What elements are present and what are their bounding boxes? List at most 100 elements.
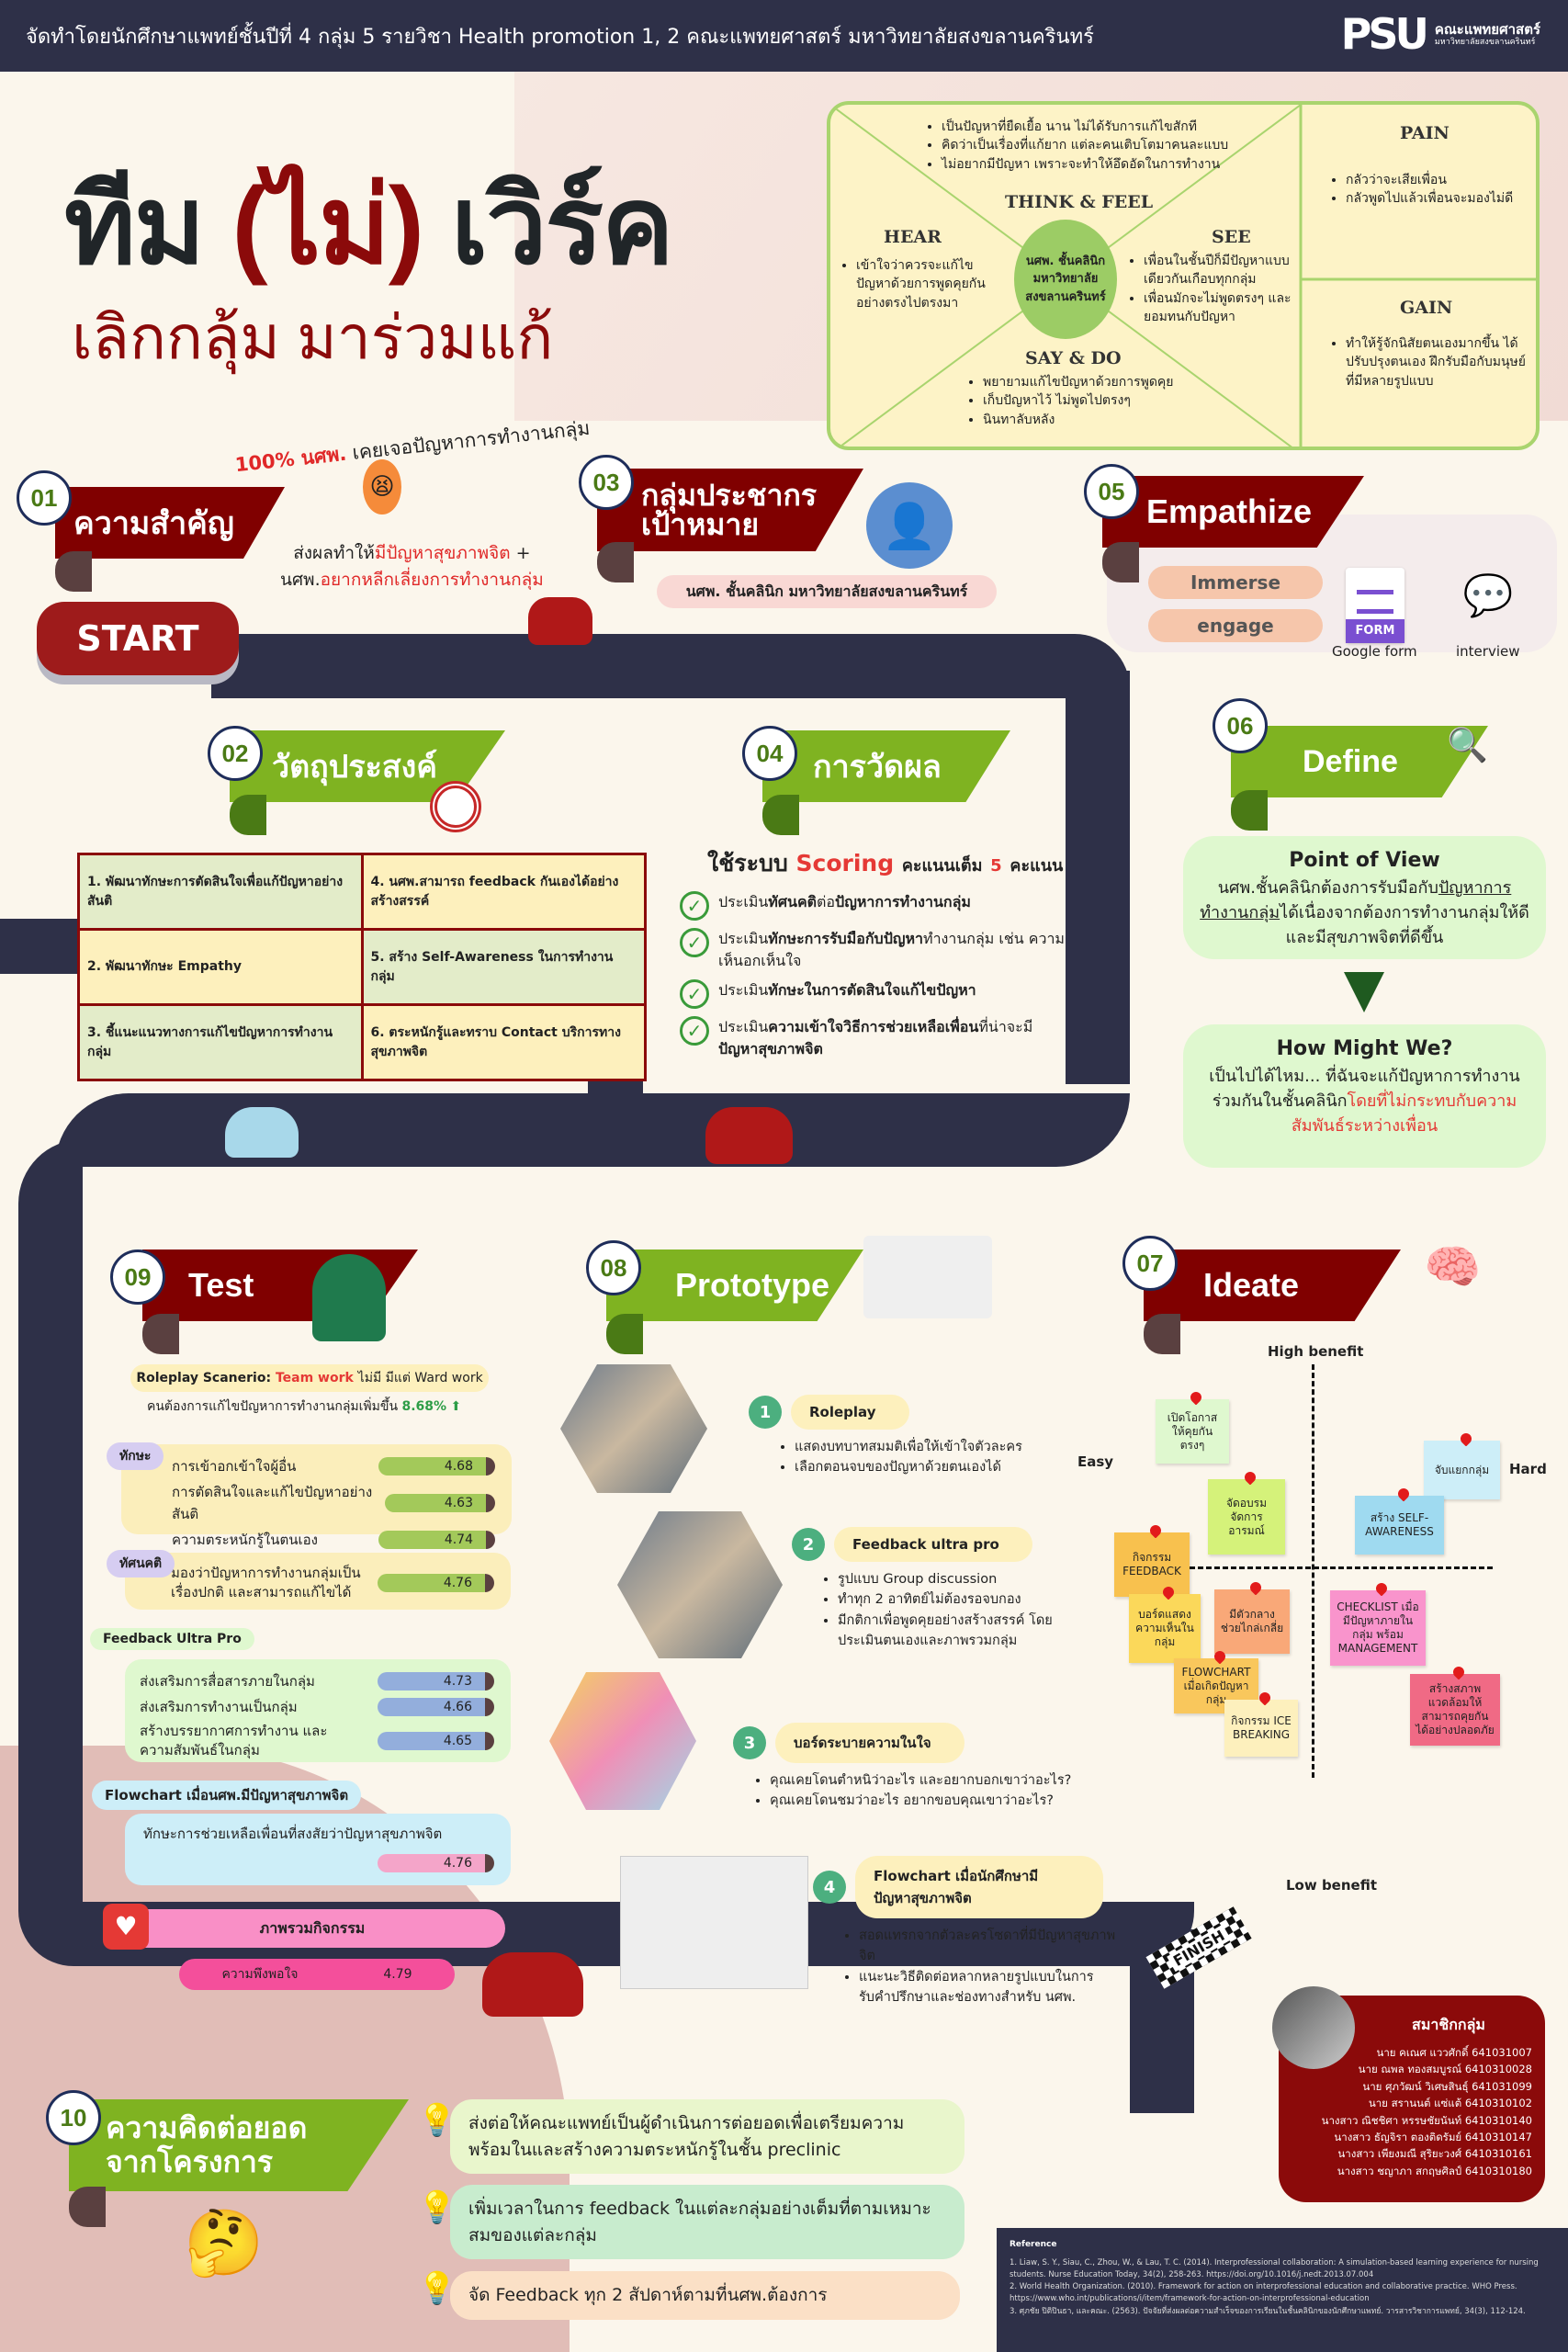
test-group-flowchart: ทักษะการช่วยเหลือเพื่อนที่สงสัยว่าปัญหาส…: [125, 1814, 511, 1885]
banner-curl: [1102, 542, 1139, 582]
faculty-name: คณะแพทยศาสตร์: [1434, 20, 1540, 38]
scooter-icon: [225, 1107, 299, 1158]
hear-label: HEAR: [884, 227, 942, 247]
measurement-item: ✓ประเมินความเข้าใจวิธีการช่วยเหลือเพื่อน…: [680, 1016, 1066, 1060]
google-form-label: Google form: [1332, 643, 1417, 660]
road-segment: [55, 1093, 1130, 1167]
section-number-07: 07: [1122, 1236, 1178, 1291]
section-08-banner: Prototype: [606, 1250, 863, 1321]
idea-note: เปิดโอกาสให้คุยกันตรงๆ: [1156, 1399, 1229, 1464]
section-04-banner: การวัดผล: [762, 730, 1010, 802]
measurement-item: ✓ประเมินทักษะการรับมือกับปัญหาทำงานกลุ่ม…: [680, 928, 1066, 972]
magnifier-warning-icon: 🔍: [1447, 727, 1488, 764]
section-06-banner: Define: [1231, 726, 1488, 797]
think-feel-list: เป็นปัญหาที่ยืดเยื้อ นาน ไม่ได้รับการแก้…: [927, 118, 1228, 174]
idea-note: สร้างสภาพแวดล้อมให้สามารถคุยกันได้อย่างป…: [1410, 1674, 1500, 1746]
objectives-table: 1. พัฒนาทักษะการตัดสินใจเพื่อแก้ปัญหาอย่…: [77, 853, 647, 1081]
target-dart-icon: [430, 781, 481, 832]
section-01-banner: ความสำคัญ: [55, 487, 285, 559]
section-10-banner: ความคิดต่อยอดจากโครงการ: [69, 2099, 409, 2191]
flowchart-thumbnail: [620, 1856, 808, 1989]
lightbulb-icon: 💡: [417, 2189, 457, 2226]
psu-logo-icon: PSU: [1340, 9, 1429, 59]
interview-label: interview: [1456, 643, 1520, 660]
tag-skills: ทักษะ: [107, 1442, 164, 1470]
section-number-10: 10: [46, 2090, 101, 2145]
road-segment: [211, 634, 1130, 698]
page-subtitle: เลิกกลุ้ม มาร่วมแก้: [72, 303, 554, 371]
lightbulb-icon: 💡: [417, 2102, 457, 2139]
idea-note: บอร์ดแสดงความเห็นในกลุ่ม: [1129, 1594, 1201, 1663]
idea-note: จับแยกกลุ่ม: [1424, 1441, 1500, 1499]
say-do-label: SAY & DO: [1025, 348, 1122, 368]
axis-low-benefit: Low benefit: [1286, 1877, 1377, 1894]
down-arrow-icon: [1344, 972, 1384, 1012]
section-number-06: 06: [1213, 698, 1268, 753]
measurement-list: ✓ประเมินทัศนคติต่อปัญหาการทำงานกลุ่ม ✓ปร…: [680, 891, 1066, 1068]
university-name: มหาวิทยาลัยสงขลานครินทร์: [1434, 37, 1536, 47]
road-segment: [1066, 671, 1130, 1084]
gain-list: ทำให้รู้จักนิสัยตนเองมากขึ้น ได้ปรับปรุง…: [1331, 334, 1529, 390]
see-list: เพื่อนในชั้นปีก็มีปัญหาแบบเดียวกันเกือบท…: [1129, 252, 1299, 326]
idea-note: กิจกรรม FEEDBACK: [1114, 1532, 1190, 1597]
section-number-09: 09: [110, 1250, 165, 1305]
banner-curl: [762, 795, 799, 835]
credit-text: จัดทำโดยนักศึกษาแพทย์ชั้นปีที่ 4 กลุ่ม 5…: [26, 25, 1094, 49]
banner-curl: [597, 542, 634, 582]
roleplay-scenario: Roleplay Scanerio: Team work ไม่มี มีแต่…: [130, 1364, 489, 1392]
road-segment: [18, 1139, 83, 1966]
how-might-we-box: How Might We? เป็นไปได้ไหม... ที่ฉันจะแก…: [1183, 1024, 1546, 1168]
overall-activity-header: ภาพรวมกิจกรรม: [119, 1909, 505, 1948]
student-thinking-icon: [312, 1254, 386, 1341]
banner-curl: [142, 1314, 179, 1354]
student-avatar-icon: 👤: [866, 482, 953, 569]
banner-curl: [230, 795, 266, 835]
up-arrow-icon: ⬆: [450, 1399, 462, 1414]
section-number-03: 03: [579, 455, 634, 510]
think-feel-label: THINK & FEEL: [1005, 192, 1154, 212]
see-label: SEE: [1212, 227, 1251, 247]
method-engage: engage: [1148, 609, 1323, 642]
section-number-02: 02: [208, 726, 263, 781]
axis-high-benefit: High benefit: [1268, 1343, 1364, 1360]
measurement-item: ✓ประเมินทัศนคติต่อปัญหาการทำงานกลุ่ม: [680, 891, 1066, 921]
idea-item-1: ส่งต่อให้คณะแพทย์เป็นผู้ดำเนินการต่อยอดเ…: [450, 2099, 964, 2174]
idea-item-3: จัด Feedback ทุก 2 สัปดาห์ตามที่นศพ.ต้อง…: [450, 2271, 960, 2320]
roleplay-photo: [560, 1364, 707, 1493]
check-icon: ✓: [680, 979, 709, 1009]
car-icon: [482, 1952, 583, 2017]
psu-logo: PSU คณะแพทยศาสตร์มหาวิทยาลัยสงขลานครินทร…: [1341, 9, 1540, 59]
axis-vertical: [1312, 1364, 1314, 1778]
axis-horizontal: [1190, 1566, 1493, 1569]
check-icon: ✓: [680, 891, 709, 921]
section-number-08: 08: [586, 1240, 641, 1295]
board-photo: [549, 1672, 696, 1810]
idea-item-2: เพิ่มเวลาในการ feedback ในแต่ละกลุ่มอย่า…: [450, 2185, 964, 2259]
section-01-effect: ส่งผลทำให้มีปัญหาสุขภาพจิต + นศพ.อยากหลี…: [280, 543, 544, 590]
start-button[interactable]: START: [37, 602, 239, 675]
interview-icon: 💬: [1462, 572, 1514, 619]
axis-hard: Hard: [1509, 1461, 1547, 1477]
car-icon: [705, 1107, 793, 1164]
tag-flowchart: Flowchart เมื่อนศพ.มีปัญหาสุขภาพจิต: [92, 1781, 362, 1810]
hear-list: เข้าใจว่าควรจะแก้ไขปัญหาด้วยการพูดคุยกัน…: [841, 256, 1002, 312]
car-icon: [528, 597, 592, 645]
point-of-view-box: Point of View นศพ.ชั้นคลินิกต้องการรับมื…: [1183, 836, 1546, 959]
increase-stat: คนต้องการแก้ไขปัญหาการทำงานกลุ่มเพิ่มขึ้…: [147, 1399, 462, 1414]
axis-easy: Easy: [1077, 1453, 1114, 1470]
persona-center: นศพ. ชั้นคลินิก มหาวิทยาลัย สงขลานครินทร…: [1014, 220, 1117, 339]
header-bar: จัดทำโดยนักศึกษาแพทย์ชั้นปีที่ 4 กลุ่ม 5…: [0, 0, 1568, 72]
section-number-04: 04: [742, 726, 797, 781]
tag-feedback-ultra-pro: Feedback Ultra Pro: [90, 1628, 254, 1650]
banner-curl: [1144, 1314, 1180, 1354]
banner-curl: [1231, 790, 1268, 831]
banner-curl: [606, 1314, 643, 1354]
section-number-05: 05: [1084, 464, 1139, 519]
empathy-map: เป็นปัญหาที่ยืดเยื้อ นาน ไม่ได้รับการแก้…: [827, 101, 1540, 450]
section-number-01: 01: [17, 470, 72, 526]
page-title: ทีม (ไม่) เวิร์ค: [64, 165, 674, 287]
